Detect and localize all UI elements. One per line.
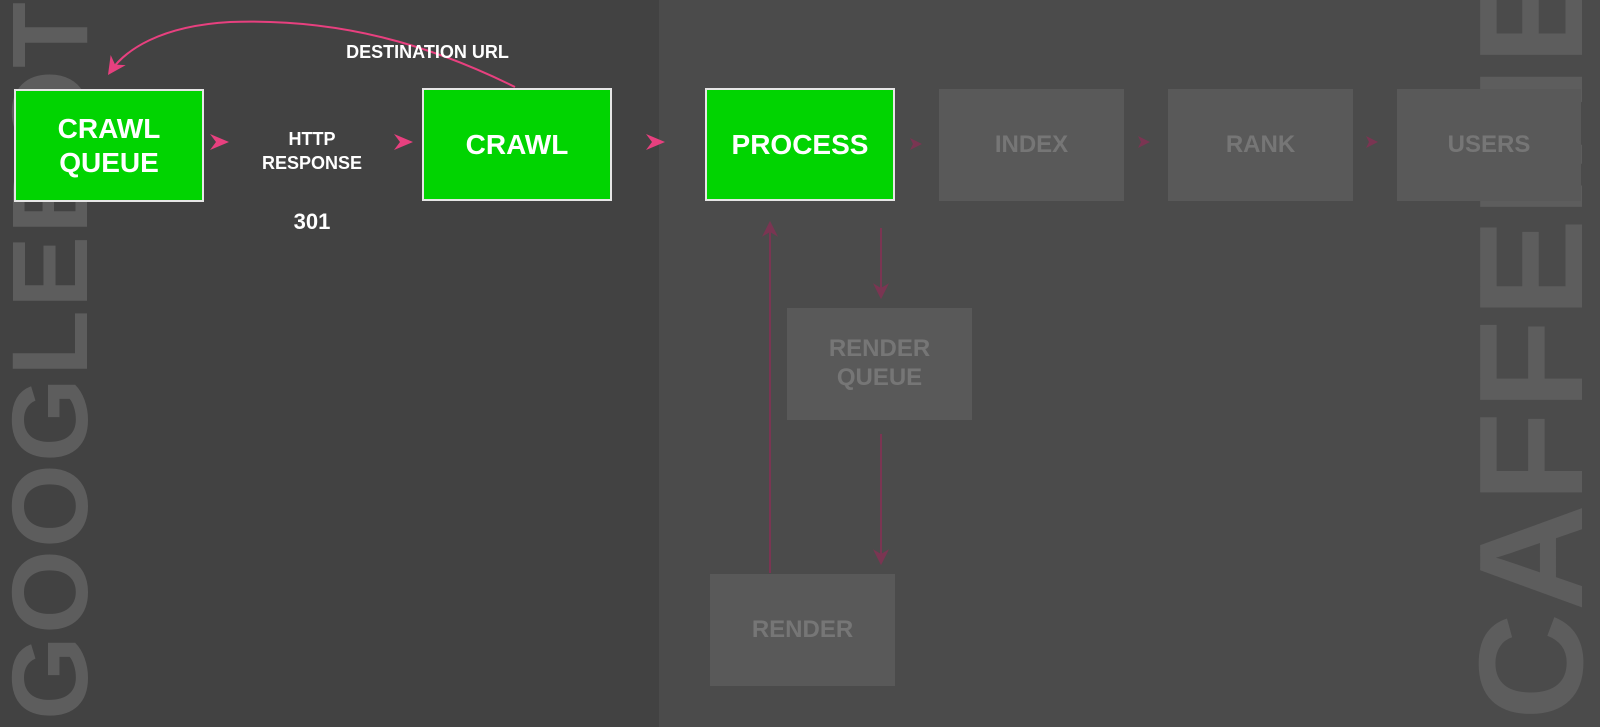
crawl-node: CRAWL xyxy=(422,88,612,201)
rank-node: RANK xyxy=(1168,89,1353,201)
arrow-destination-url xyxy=(107,20,516,88)
users-node: USERS xyxy=(1397,89,1581,201)
arrow-crawl-to-process xyxy=(646,134,665,150)
process-node: PROCESS xyxy=(705,88,895,201)
http-response-label: HTTP RESPONSE xyxy=(261,129,363,174)
arrow-response-to-crawl xyxy=(394,134,413,150)
render-node: RENDER xyxy=(710,574,895,686)
arrow-process-to-index xyxy=(910,138,922,150)
status-code-label: 301 xyxy=(293,209,331,234)
render-queue-node: RENDER QUEUE xyxy=(787,308,972,420)
index-node: INDEX xyxy=(939,89,1124,201)
arrow-index-to-rank xyxy=(1138,136,1150,148)
arrow-queue-to-response xyxy=(210,134,229,150)
destination-url-label: DESTINATION URL xyxy=(346,42,509,62)
crawl-queue-node: CRAWL QUEUE xyxy=(14,89,204,202)
arrow-rank-to-users xyxy=(1366,136,1378,148)
